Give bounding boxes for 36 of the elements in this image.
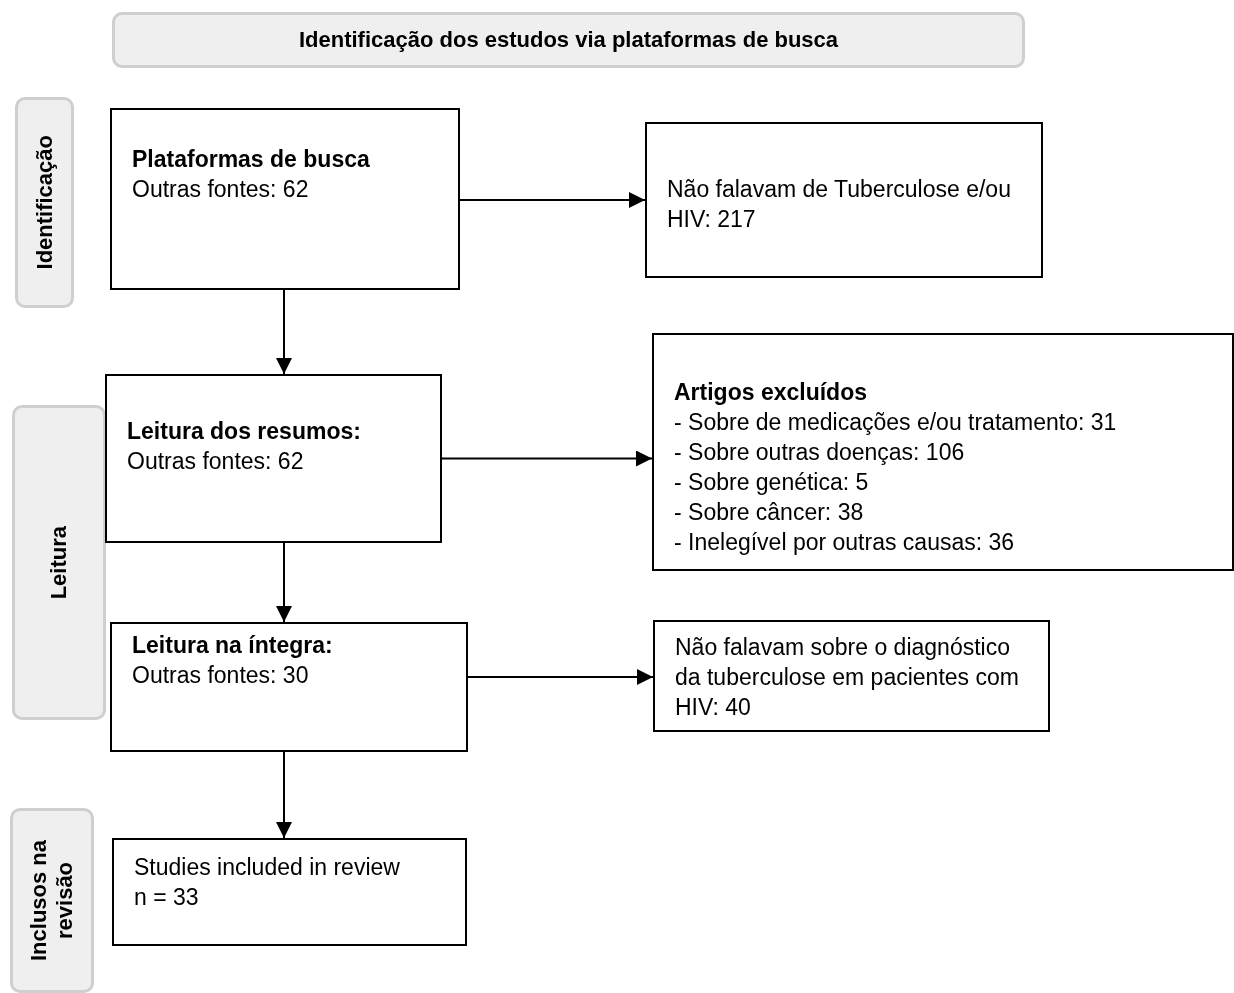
arrow bbox=[441, 450, 653, 467]
box-heading: Artigos excluídos bbox=[674, 378, 868, 407]
box-text: - Inelegível por outras causas: 36 bbox=[674, 528, 1016, 557]
box-text: Não falavam de Tuberculose e/ou HIV: 217 bbox=[667, 175, 1012, 234]
stage-label: Inclusos na revisão bbox=[26, 839, 78, 964]
box-text: Outras fontes: 62 bbox=[127, 447, 305, 476]
process-box bbox=[105, 374, 442, 543]
stage-band bbox=[15, 97, 74, 308]
box-text: - Sobre câncer: 38 bbox=[674, 498, 865, 527]
box-text: n = 33 bbox=[134, 883, 200, 912]
arrow bbox=[467, 669, 654, 685]
stage-label: Identificação bbox=[31, 135, 58, 270]
process-box bbox=[110, 622, 468, 752]
box-heading: Plataformas de busca bbox=[132, 145, 371, 174]
box-text: Studies included in review bbox=[134, 853, 401, 882]
arrow bbox=[276, 751, 292, 839]
process-box bbox=[652, 333, 1234, 571]
box-text: - Sobre outras doenças: 106 bbox=[674, 438, 966, 467]
arrow bbox=[276, 542, 292, 623]
stage-label: Leitura bbox=[46, 525, 72, 600]
arrow bbox=[276, 289, 292, 375]
stage-band bbox=[10, 808, 94, 993]
process-box bbox=[645, 122, 1043, 278]
stage-band bbox=[12, 405, 106, 720]
box-text: - Sobre genética: 5 bbox=[674, 468, 870, 497]
process-box bbox=[110, 108, 460, 290]
box-text: Não falavam sobre o diagnóstico da tuberculose em pacientes com HIV: 40 bbox=[675, 633, 1020, 722]
box-text: - Sobre de medicações e/ou tratamento: 31 bbox=[674, 408, 1118, 437]
process-box bbox=[112, 838, 467, 946]
box-heading: Leitura dos resumos: bbox=[127, 417, 362, 446]
stage-header-band: Identificação dos estudos via plataformas de busca bbox=[112, 12, 1025, 68]
box-text: Outras fontes: 30 bbox=[132, 661, 310, 690]
box-text: Outras fontes: 62 bbox=[132, 175, 310, 204]
box-heading: Leitura na íntegra: bbox=[132, 631, 334, 660]
process-box bbox=[653, 620, 1050, 732]
arrow bbox=[459, 192, 646, 208]
